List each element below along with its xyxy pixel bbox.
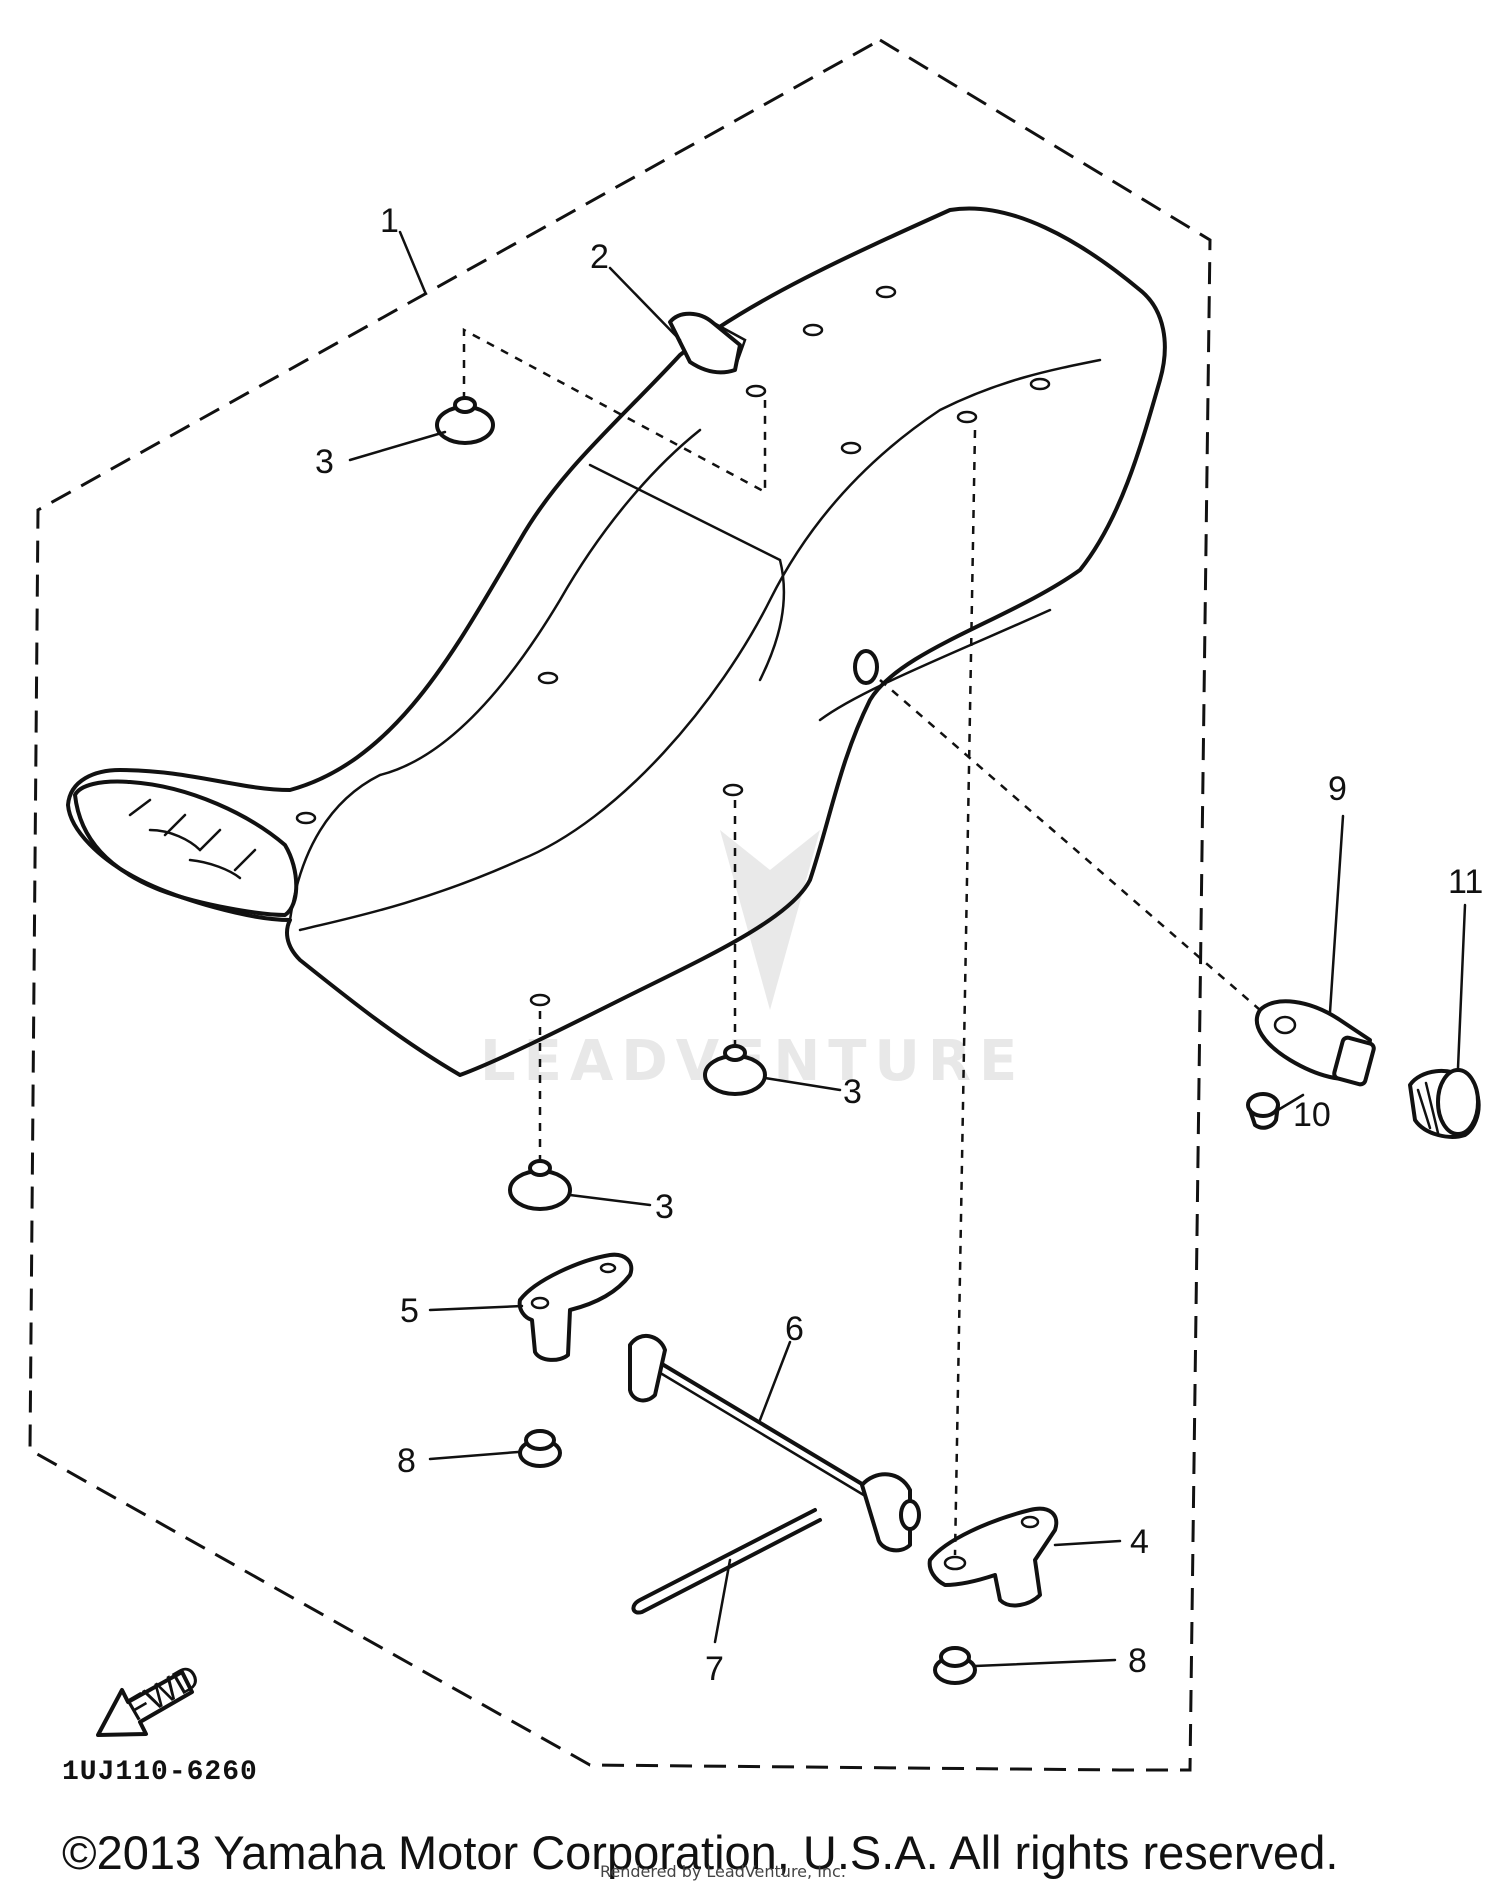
part-nut [518, 1429, 562, 1468]
lock-hole [853, 649, 879, 685]
part-lock-nut [1246, 1092, 1280, 1130]
callout-3: 3 [315, 443, 334, 481]
callout-6: 6 [785, 1310, 804, 1348]
fwd-label: FWD [120, 1657, 206, 1729]
callout-1: 1 [380, 202, 399, 240]
forward-arrow-icon: FWD [96, 1657, 206, 1737]
part-bracket [517, 1252, 634, 1362]
assembly-guide-lines [462, 327, 1261, 1556]
seat-cushion [66, 206, 1167, 1077]
leadventure-watermark: LEADVENTURE [480, 830, 1017, 1094]
callout-8: 8 [397, 1442, 416, 1480]
mounting-holes [295, 285, 1051, 1007]
callout-8: 8 [1128, 1642, 1147, 1680]
diagram-code: 1UJ110-6260 [62, 1757, 258, 1788]
callout-7: 7 [705, 1650, 724, 1688]
callout-5: 5 [400, 1292, 419, 1330]
callout-2: 2 [590, 238, 609, 276]
part-damper [508, 1159, 572, 1211]
callout-9: 9 [1328, 770, 1347, 808]
part-lock-cap [1408, 1068, 1481, 1139]
part-hook-bracket [927, 1506, 1059, 1608]
callout-3: 3 [655, 1188, 674, 1226]
callout-10: 10 [1293, 1096, 1331, 1134]
callout-3: 3 [843, 1073, 862, 1111]
part-seat-lock [1254, 999, 1376, 1087]
part-wire [631, 1508, 822, 1615]
callout-labels: 1 2 3 3 3 4 5 6 7 8 8 9 10 11 [315, 202, 1483, 1688]
part-rod [628, 1334, 921, 1553]
part-damper [703, 1044, 767, 1096]
part-nut [933, 1646, 977, 1685]
copyright-notice: ©2013 Yamaha Motor Corporation, U.S.A. A… [62, 1826, 1339, 1879]
callout-11: 11 [1448, 863, 1483, 901]
callout-4: 4 [1130, 1523, 1149, 1561]
assembly-boundary [28, 38, 1212, 1772]
part-strap [668, 311, 747, 375]
part-damper [435, 396, 495, 445]
callout-leaders [348, 230, 1467, 1668]
rendered-by-notice: Rendered by LeadVenture, Inc. [600, 1862, 846, 1881]
